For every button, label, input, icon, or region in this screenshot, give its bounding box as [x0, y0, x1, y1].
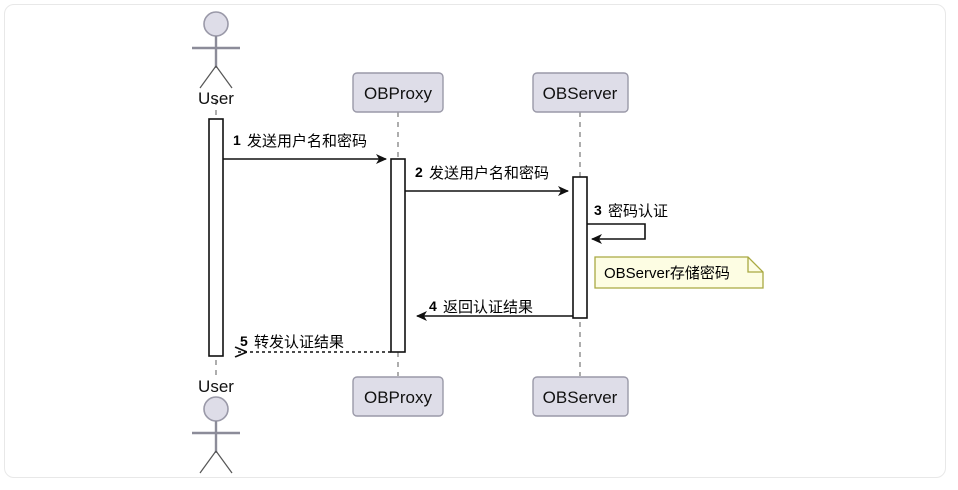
diagram-frame — [4, 4, 946, 478]
note-body — [594, 256, 764, 289]
note-observer-password[interactable]: OBServer存储密码 — [594, 256, 764, 289]
actor-user-bottom[interactable]: User — [192, 377, 240, 474]
note-fold-icon — [747, 257, 763, 273]
message-5[interactable]: 5 转发认证结果 — [236, 333, 391, 352]
participant-label-observer-bottom: OBServer — [543, 388, 618, 407]
actor-leg-left — [199, 65, 217, 89]
actor-head-icon — [203, 11, 229, 37]
participant-label-obproxy-top: OBProxy — [364, 84, 433, 103]
participant-label-obproxy-bottom: OBProxy — [364, 388, 433, 407]
message-4-label: 返回认证结果 — [443, 299, 533, 316]
activation-bar-obproxy — [390, 158, 406, 353]
message-5-number: 5 — [240, 333, 248, 349]
message-5-label: 转发认证结果 — [254, 334, 344, 351]
message-4-number: 4 — [429, 298, 437, 314]
activation-bar-observer — [572, 176, 588, 319]
note-label: OBServer存储密码 — [604, 265, 730, 282]
actor-leg-right — [215, 450, 233, 474]
participant-box — [352, 72, 444, 113]
actor-user-top[interactable]: User — [192, 11, 240, 108]
participant-obproxy-top[interactable]: OBProxy — [352, 72, 444, 113]
actor-head-icon — [203, 396, 229, 422]
actor-label-user-top: User — [198, 89, 234, 108]
actor-leg-right — [215, 65, 233, 89]
message-3-label: 密码认证 — [608, 203, 668, 220]
actor-leg-left — [199, 450, 217, 474]
message-3[interactable]: 3 密码认证 — [587, 202, 668, 244]
participant-observer-top[interactable]: OBServer — [532, 72, 629, 113]
participant-box — [352, 376, 444, 417]
participant-observer-bottom[interactable]: OBServer — [532, 376, 629, 417]
participant-obproxy-bottom[interactable]: OBProxy — [352, 376, 444, 417]
participant-box — [532, 72, 629, 113]
message-3-number: 3 — [594, 202, 602, 218]
participant-box — [532, 376, 629, 417]
message-4[interactable]: 4 返回认证结果 — [416, 298, 573, 321]
message-3-selfloop — [587, 223, 646, 244]
activation-bar-user — [208, 118, 224, 357]
message-2[interactable]: 2 发送用户名和密码 — [405, 164, 569, 196]
message-1-number: 1 — [233, 132, 241, 148]
message-2-label: 发送用户名和密码 — [429, 165, 549, 182]
message-1-label: 发送用户名和密码 — [247, 133, 367, 150]
actor-label-user-bottom: User — [198, 377, 234, 396]
message-2-number: 2 — [415, 164, 423, 180]
message-1[interactable]: 1 发送用户名和密码 — [223, 132, 387, 164]
participant-label-observer-top: OBServer — [543, 84, 618, 103]
